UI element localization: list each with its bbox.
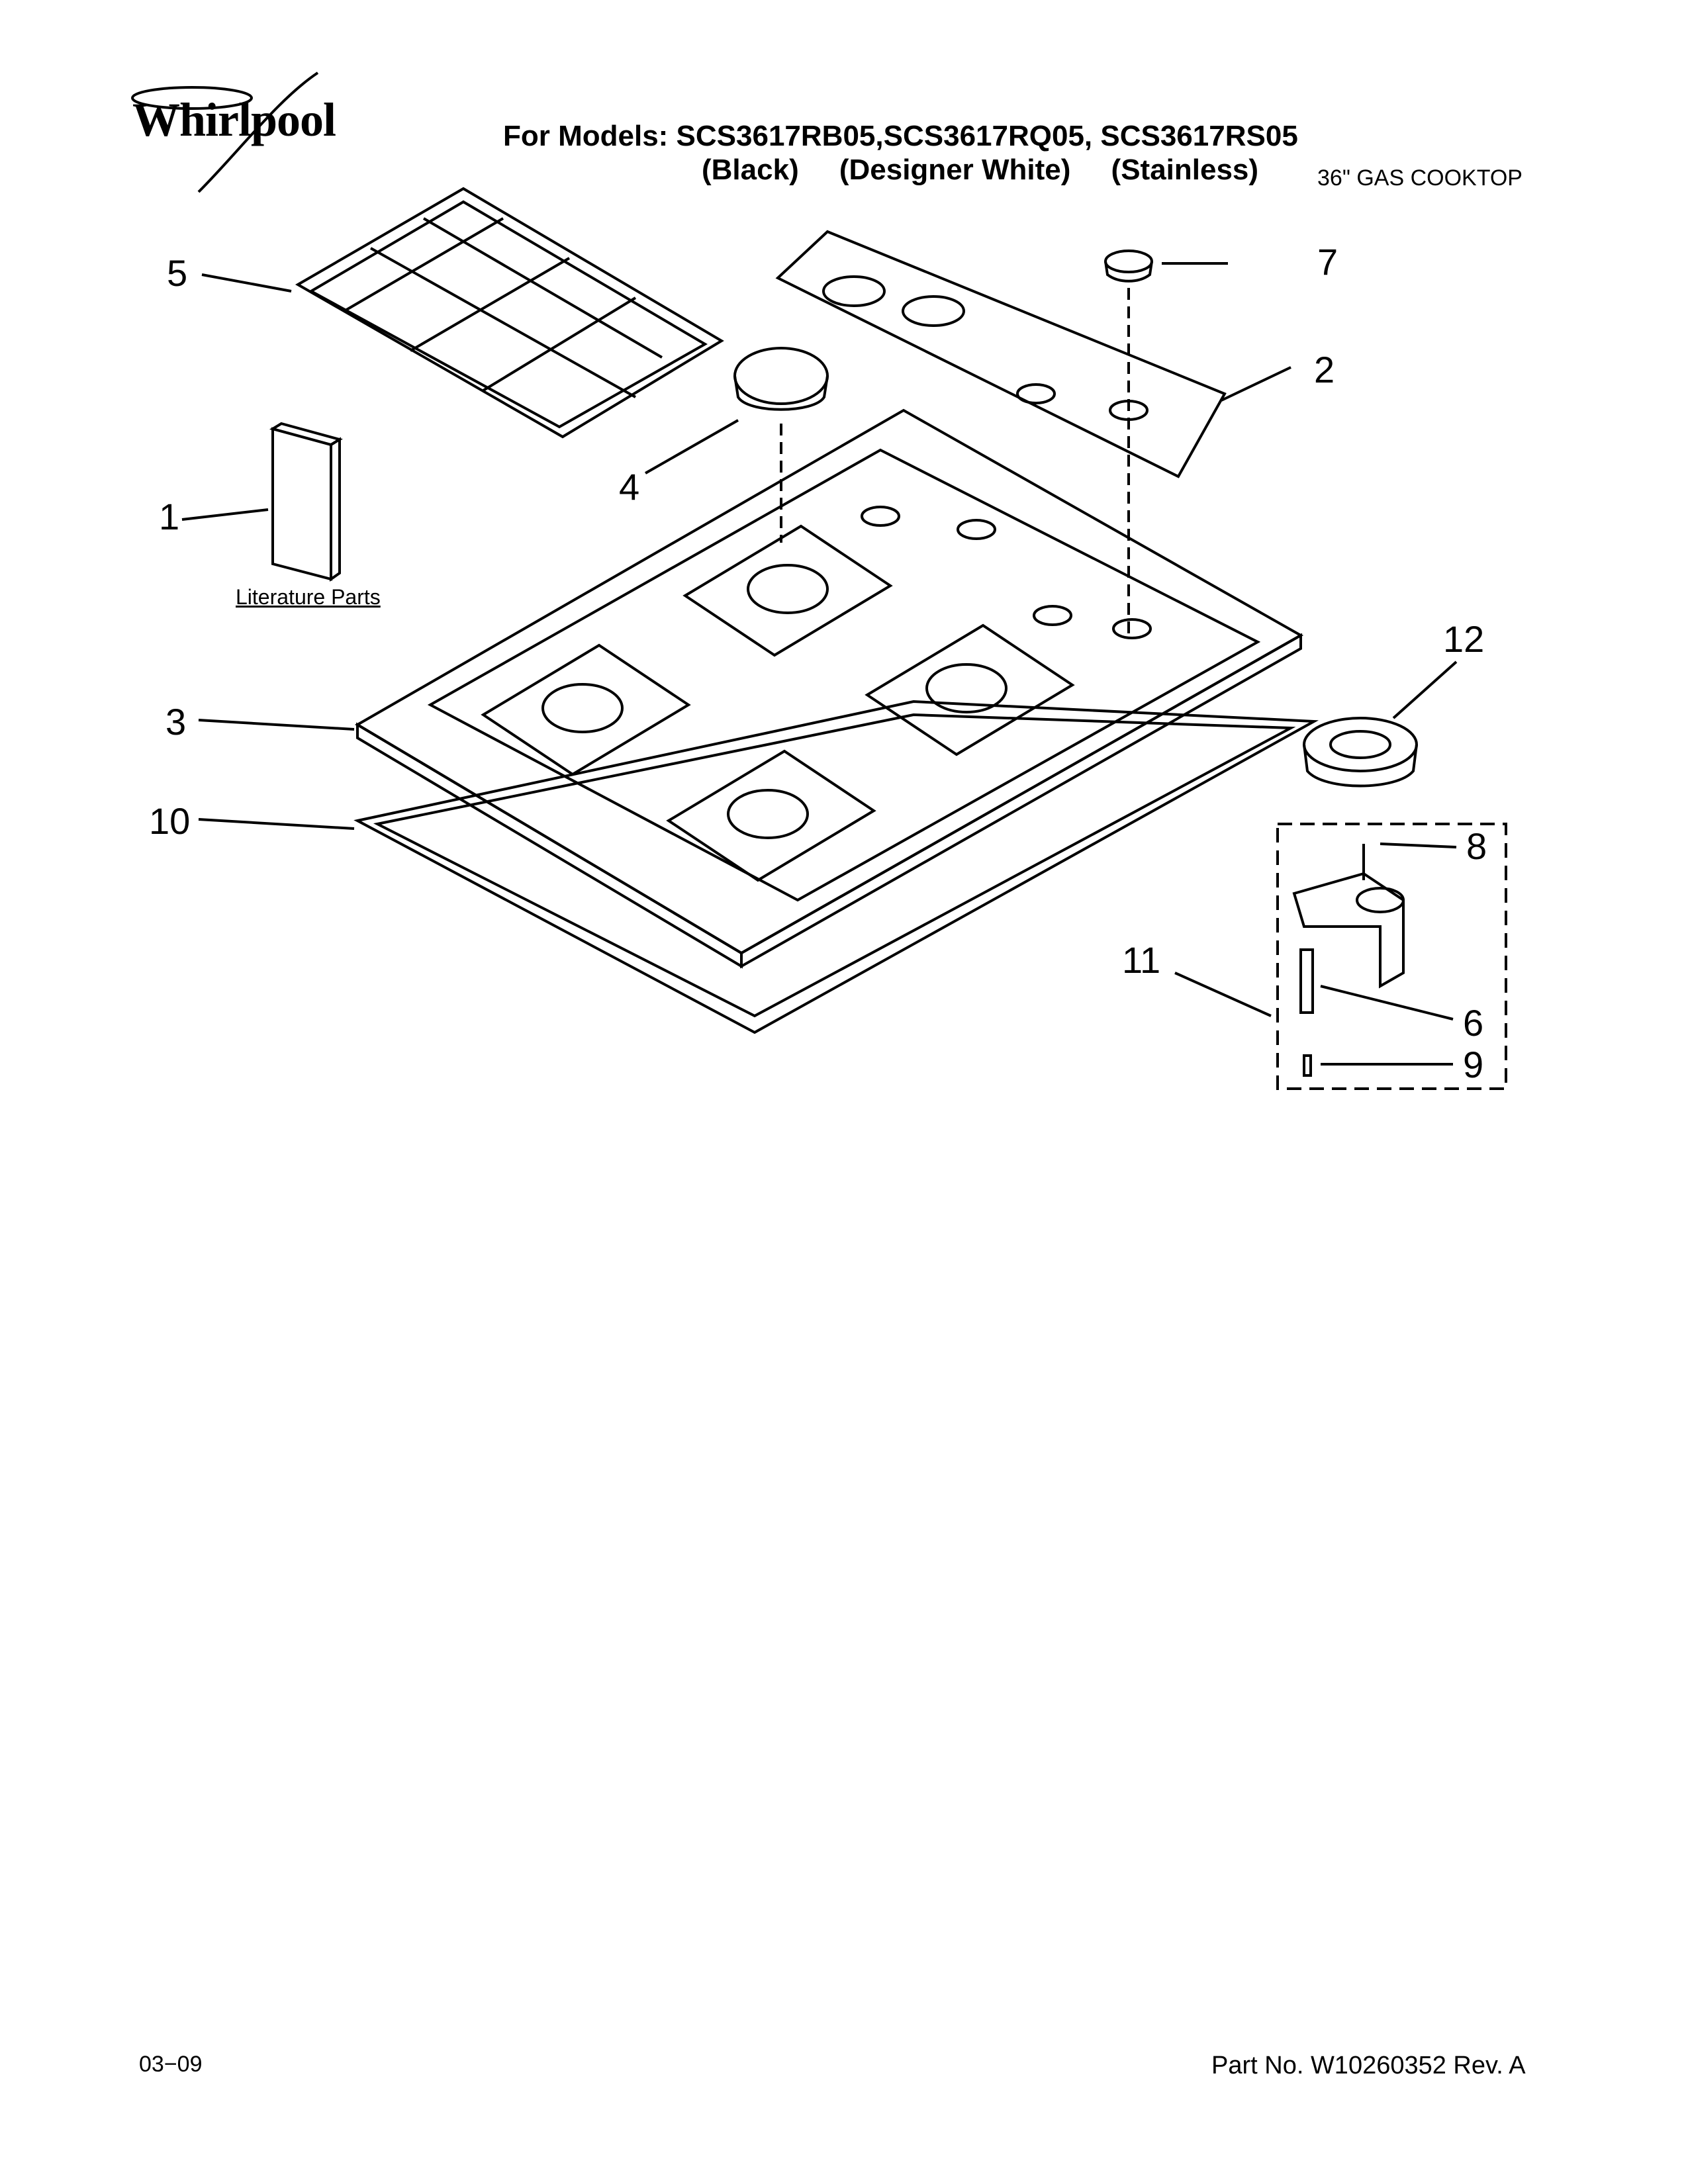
part-number: Part No. W10260352 Rev. A — [1211, 2052, 1526, 2079]
revision-date: 03−09 — [139, 2052, 203, 2077]
part-grate — [295, 187, 724, 439]
callout-9: 9 — [1463, 1044, 1483, 1085]
callout-4: 4 — [619, 466, 639, 508]
document-type: 36" GAS COOKTOP — [1317, 165, 1523, 191]
callout-5: 5 — [167, 252, 187, 294]
part-cooktop — [355, 408, 1304, 969]
part-control-panel — [775, 230, 1227, 635]
part-valve — [1292, 844, 1405, 1077]
callout-7: 7 — [1317, 241, 1338, 283]
literature-parts-label: Literature Parts — [236, 585, 381, 609]
models-title: For Models: SCS3617RB05,SCS3617RQ05, SCS… — [503, 120, 1298, 152]
callout-6: 6 — [1463, 1002, 1483, 1044]
part-literature — [269, 422, 343, 582]
part-burner-cap — [733, 347, 829, 543]
callout-8: 8 — [1466, 825, 1487, 867]
callout-2: 2 — [1314, 349, 1335, 390]
part-gasket — [353, 700, 1319, 1034]
callout-12: 12 — [1443, 618, 1484, 660]
model-variants: (Black) (Designer White) (Stainless) — [702, 154, 1259, 186]
logo-swoosh — [131, 86, 253, 110]
callout-11: 11 — [1122, 939, 1160, 981]
valve-assembly-box — [1276, 823, 1507, 1090]
logo-swoosh-tail — [197, 71, 319, 193]
part-burner-base — [1303, 717, 1418, 788]
leader-lines — [181, 262, 1458, 1066]
brand-logo: Whirlpool — [132, 93, 336, 146]
callout-3: 3 — [165, 701, 186, 743]
part-knob — [1104, 250, 1153, 283]
callout-10: 10 — [149, 800, 190, 842]
callout-1: 1 — [159, 496, 179, 537]
